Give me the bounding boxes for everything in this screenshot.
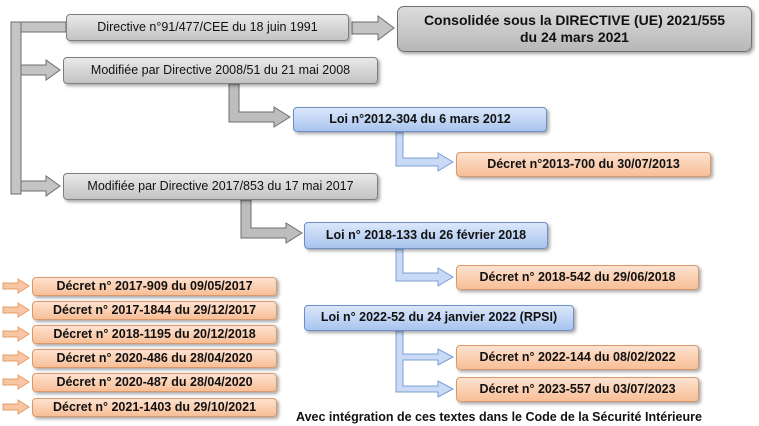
arrow-2017-loi2018 xyxy=(240,199,303,244)
decree-list-item: Décret n° 2018-1195 du 20/12/2018 xyxy=(32,325,277,344)
decree-arrow-icon xyxy=(2,374,30,390)
decret-2022-box: Décret n° 2022-144 du 08/02/2022 xyxy=(456,345,699,370)
directive-1991-box: Directive n°91/477/CEE du 18 juin 1991 xyxy=(66,14,349,41)
decret-2023-box: Décret n° 2023-557 du 03/07/2023 xyxy=(456,377,699,402)
decret-2018-542-box: Décret n° 2018-542 du 29/06/2018 xyxy=(456,265,699,290)
arrow-spine-2008 xyxy=(20,59,61,81)
modified-2008-box: Modifiée par Directive 2008/51 du 21 mai… xyxy=(63,57,378,84)
connector-spine-1991 xyxy=(20,21,67,33)
loi-2012-box: Loi n°2012-304 du 6 mars 2012 xyxy=(293,107,547,132)
decree-list-item: Décret n° 2020-486 du 28/04/2020 xyxy=(32,349,277,368)
arrow-loi2012-decret2013 xyxy=(395,131,454,172)
decree-arrow-icon xyxy=(2,326,30,342)
decree-arrow-icon xyxy=(2,399,30,415)
arrow-1991-consolidated xyxy=(351,15,395,41)
consolidated-line: Consolidée sous la DIRECTIVE (UE) 2021/5… xyxy=(423,11,726,46)
arrow-2008-loi2012 xyxy=(228,83,291,128)
decree-arrow-icon xyxy=(2,350,30,366)
arrow-loi2022-decrets xyxy=(395,330,455,398)
decree-list-item: Décret n° 2020-487 du 28/04/2020 xyxy=(32,373,277,392)
decree-arrow-icon xyxy=(2,302,30,318)
loi-2018-box: Loi n° 2018-133 du 26 février 2018 xyxy=(304,222,548,249)
decree-list-item: Décret n° 2017-1844 du 29/12/2017 xyxy=(32,301,277,320)
decree-list-item: Décret n° 2017-909 du 09/05/2017 xyxy=(32,277,277,296)
decree-list-item: Décret n° 2021-1403 du 29/10/2021 xyxy=(32,398,277,417)
consolidated-directive-box: Consolidée sous la DIRECTIVE (UE) 2021/5… xyxy=(397,6,752,52)
arrow-spine-2017 xyxy=(20,175,61,197)
spine-connector xyxy=(10,21,22,195)
decree-arrow-icon xyxy=(2,278,30,294)
arrow-loi2018-decret2018 xyxy=(395,248,454,287)
loi-2022-box: Loi n° 2022-52 du 24 janvier 2022 (RPSI) xyxy=(304,305,574,331)
footnote-text: Avec intégration de ces textes dans le C… xyxy=(296,410,702,424)
decret-2013-box: Décret n°2013-700 du 30/07/2013 xyxy=(456,152,711,177)
modified-2017-box: Modifiée par Directive 2017/853 du 17 ma… xyxy=(63,173,378,200)
